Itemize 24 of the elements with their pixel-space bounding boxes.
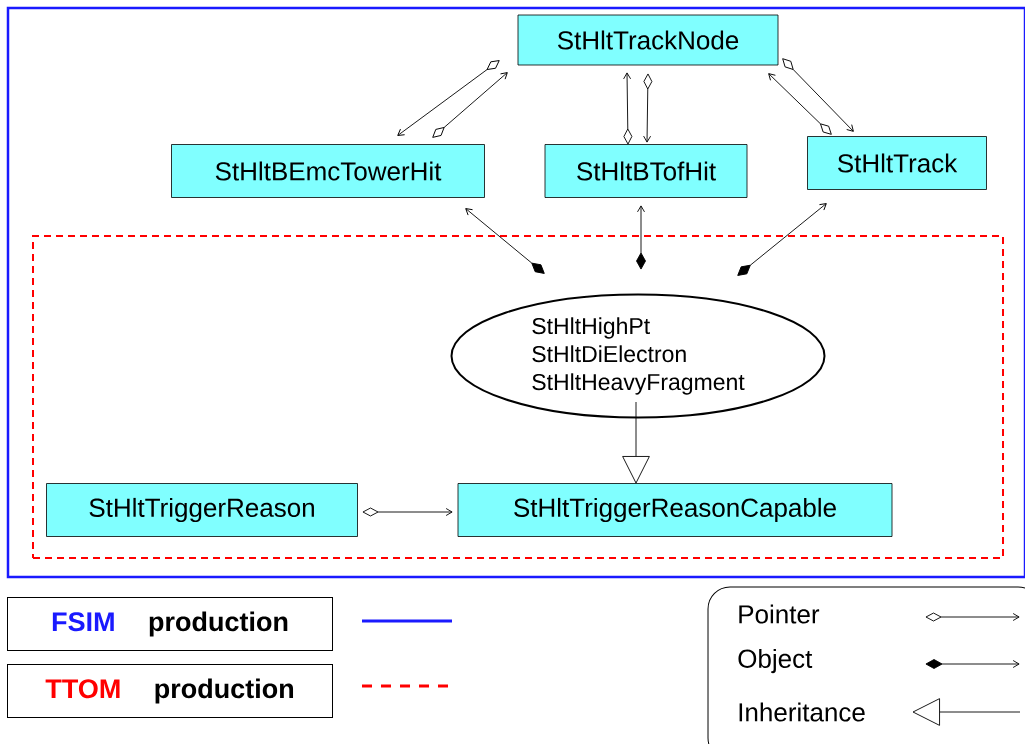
class-box: StHltTriggerReasonCapable [457, 483, 893, 537]
arrow [432, 72, 508, 138]
arrow [737, 203, 827, 276]
legend-text: Pointer [739, 604, 820, 624]
arrow [362, 507, 453, 517]
arrow [636, 205, 646, 270]
arrow [622, 401, 650, 484]
arrow [643, 73, 653, 143]
arrow [397, 60, 500, 136]
frame [6, 6, 1025, 579]
arrow [782, 58, 854, 132]
legend-text: Object [738, 648, 813, 674]
legend-box: FSIM production [7, 597, 333, 651]
legend-box: TTOM production [7, 664, 333, 718]
arrow [768, 73, 832, 135]
class-box: StHltBTofHit [544, 144, 748, 198]
legend-text: Inheritance [739, 702, 865, 722]
class-box: StHltTrack [807, 136, 987, 190]
arrow [623, 72, 633, 145]
class-box: StHltTrackNode [517, 14, 779, 66]
class-box: StHltBEmcTowerHit [171, 144, 485, 198]
class-box: StHltTriggerReason [46, 483, 358, 537]
dashed-frame [32, 235, 1004, 559]
arrow [465, 208, 545, 274]
